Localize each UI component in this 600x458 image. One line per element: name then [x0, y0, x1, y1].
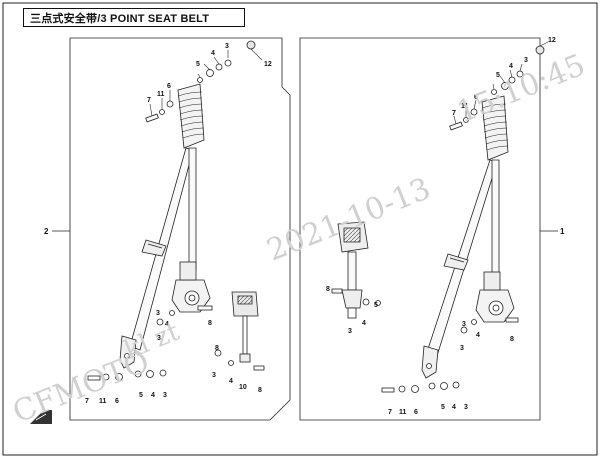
callout: 8	[510, 336, 514, 343]
callout: 3	[156, 310, 160, 317]
callout: 4	[211, 50, 215, 57]
callout: 6	[414, 409, 418, 416]
callout: 3	[225, 43, 229, 50]
callout: 5	[374, 302, 378, 309]
callout: 6	[115, 398, 119, 405]
left-callouts: 3 12 4 5 6 11 7 4 3 8 3 7 11 6 5 4 3 8 3…	[85, 43, 272, 405]
callout: 11	[399, 409, 407, 416]
callout: 7	[147, 97, 151, 104]
left-seat-belt-assembly	[87, 40, 265, 381]
callout: 8	[215, 345, 219, 352]
callout: 4	[165, 321, 169, 328]
callout: 5	[496, 72, 500, 79]
callout: 11	[99, 398, 107, 405]
callout: 3	[462, 321, 466, 328]
callout: 5	[139, 392, 143, 399]
callout: 12	[548, 37, 556, 44]
callout: 8	[326, 286, 330, 293]
callout: 11	[461, 103, 469, 110]
callout: 3	[524, 57, 528, 64]
callout: 3	[464, 404, 468, 411]
callout: 4	[509, 63, 513, 70]
assembly-number-left: 2	[44, 227, 49, 236]
assembly-number-right: 1	[560, 227, 565, 236]
callout: 3	[157, 335, 161, 342]
callout: 4	[362, 320, 366, 327]
middle-buckle-assembly	[331, 221, 381, 319]
callout: 5	[196, 61, 200, 68]
callout: 10	[239, 384, 247, 391]
callout: 3	[460, 345, 464, 352]
callout: 11	[157, 91, 165, 98]
callout: 6	[474, 94, 478, 101]
right-seat-belt-assembly	[381, 45, 545, 393]
callout: 5	[441, 404, 445, 411]
diagram-title: 三点式安全带/3 POINT SEAT BELT	[30, 13, 210, 25]
middle-callouts: 8 5 4 3	[326, 286, 378, 335]
callout: 8	[258, 387, 262, 394]
right-assembly-frame	[299, 37, 541, 421]
callout: 7	[85, 398, 89, 405]
callout: 8	[208, 320, 212, 327]
callout: 3	[348, 328, 352, 335]
right-callouts: 12 3 4 5 6 11 7 4 3 8 3 7 11 6 5 4 3	[388, 37, 556, 416]
callout: 3	[212, 372, 216, 379]
callout: 4	[452, 404, 456, 411]
leader-lines	[149, 41, 549, 125]
callout: 7	[388, 409, 392, 416]
callout: 4	[229, 378, 233, 385]
callout: 7	[452, 110, 456, 117]
left-assembly-frame	[69, 37, 291, 421]
callout: 4	[476, 332, 480, 339]
title-frame	[23, 8, 245, 27]
brand-logo-mark	[30, 410, 52, 424]
callout: 3	[163, 392, 167, 399]
callout: 4	[151, 392, 155, 399]
callout: 12	[264, 61, 272, 68]
callout: 6	[167, 83, 171, 90]
